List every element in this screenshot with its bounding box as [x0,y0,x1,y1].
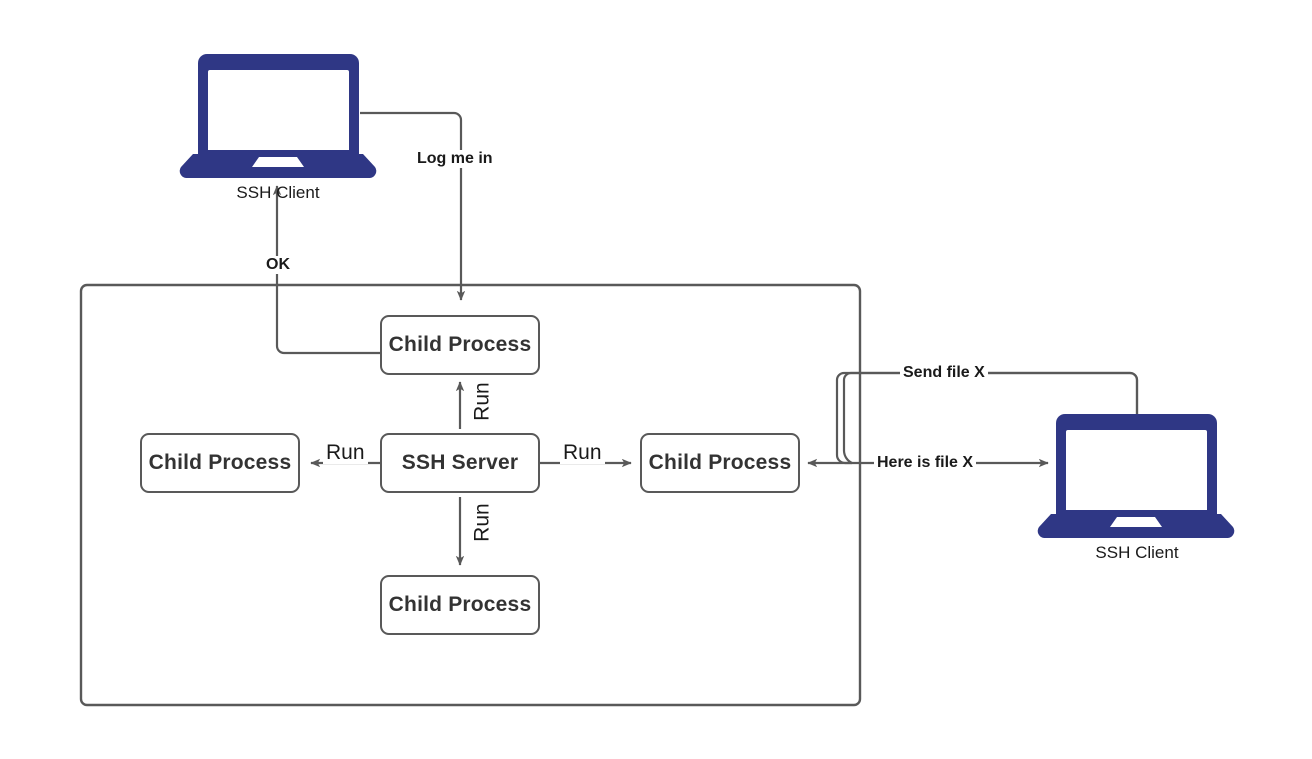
laptop-icon-right [1037,414,1235,538]
edge-label-run-right: Run [560,441,605,465]
node-child-process-bottom[interactable]: Child Process [380,575,540,635]
edge-send-file-riser [835,371,1139,465]
node-child-process-right[interactable]: Child Process [640,433,800,493]
edge-label-send-file: Send file X [900,364,988,382]
device-caption-ssh-client-left: SSH Client [236,183,320,202]
ssh-server-host-boundary [79,283,862,707]
node-label: Child Process [388,593,532,616]
edge-label-run-down: Run [470,500,494,545]
edge-label-run-left: Run [323,441,368,465]
device-caption-ssh-client-right: SSH Client [1095,543,1179,562]
node-child-process-top[interactable]: Child Process [380,315,540,375]
edge-label-run-up: Run [470,379,494,424]
edge-label-ok: OK [263,256,293,274]
laptop-icon-left [179,54,377,178]
edge-ok [272,185,380,355]
edge-label-login: Log me in [414,150,496,168]
node-label: Child Process [148,451,292,474]
node-label: Child Process [388,333,532,356]
node-ssh-server[interactable]: SSH Server [380,433,540,493]
node-label: SSH Server [401,451,519,474]
node-label: Child Process [648,451,792,474]
node-child-process-left[interactable]: Child Process [140,433,300,493]
edge-label-here-is-file: Here is file X [874,454,977,472]
edge-login [360,111,466,301]
